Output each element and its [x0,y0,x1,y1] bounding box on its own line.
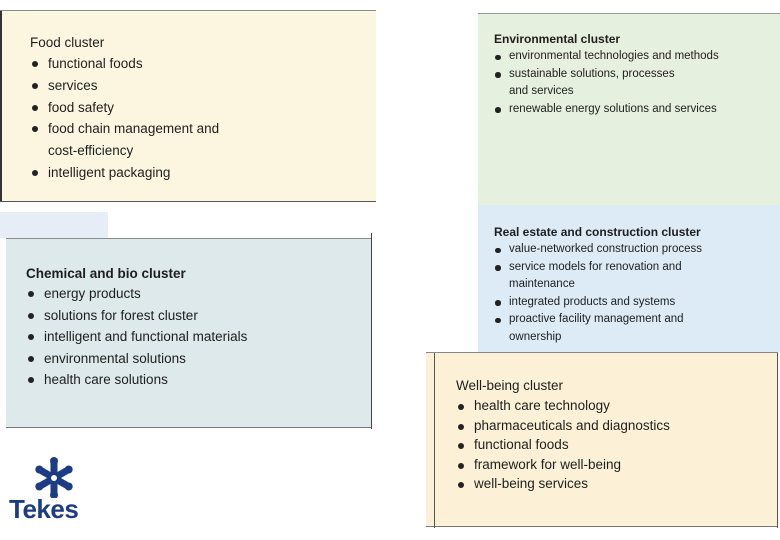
environmental-cluster-list: environmental technologies and methods s… [494,48,780,118]
food-cluster-title: Food cluster [30,35,105,50]
list-item: health care solutions [26,369,372,391]
tekes-logo-text: Tekes [9,494,79,524]
list-item: food safety [30,97,376,119]
list-item: intelligent and functional materials [26,326,372,348]
tekes-logo: Tekes [0,438,108,530]
list-item: sustainable solutions, processes and ser… [494,66,694,101]
decorative-tab [0,212,108,238]
food-cluster-panel: Food cluster functional foods services f… [0,10,376,202]
well-being-cluster-title: Well-being cluster [456,378,564,393]
list-item: service models for renovation and mainte… [494,259,719,294]
food-cluster-list: functional foods services food safety fo… [30,53,376,184]
well-being-cluster-list: health care technology pharmaceuticals a… [456,396,778,494]
real-estate-cluster-panel: Real estate and construction cluster val… [478,205,780,352]
list-item: framework for well-being [456,455,778,475]
well-being-cluster-panel: Well-being cluster health care technolog… [426,352,778,528]
panel-left-border [434,353,435,528]
panel-right-border [371,233,372,429]
list-item: functional foods [456,435,778,455]
chemical-bio-cluster-panel: Chemical and bio cluster energy products… [6,233,372,429]
list-item: renewable energy solutions and services [494,101,780,119]
list-item: well-being services [456,474,778,494]
list-item: pharmaceuticals and diagnostics [456,416,778,436]
list-item: functional foods [30,53,376,75]
list-item: integrated products and systems [494,294,780,312]
list-item: solutions for forest cluster [26,305,372,327]
list-item: health care technology [456,396,778,416]
list-item: value-networked construction process [494,241,780,259]
panel-right-border [777,353,778,528]
tekes-star-icon [35,457,73,498]
chemical-bio-cluster-title: Chemical and bio cluster [26,266,186,281]
list-item: food chain management and cost-efficienc… [30,118,248,162]
environmental-cluster-title: Environmental cluster [494,32,621,46]
chemical-bio-cluster-list: energy products solutions for forest clu… [26,283,372,391]
list-item: proactive facility management and owners… [494,311,719,346]
list-item: environmental solutions [26,348,372,370]
real-estate-cluster-title: Real estate and construction cluster [494,225,701,239]
panel-left-border [0,11,2,201]
environmental-cluster-panel: Environmental cluster environmental tech… [478,13,780,205]
list-item: energy products [26,283,372,305]
list-item: services [30,75,376,97]
list-item: intelligent packaging [30,162,376,184]
real-estate-cluster-list: value-networked construction process ser… [494,241,780,346]
list-item: environmental technologies and methods [494,48,780,66]
